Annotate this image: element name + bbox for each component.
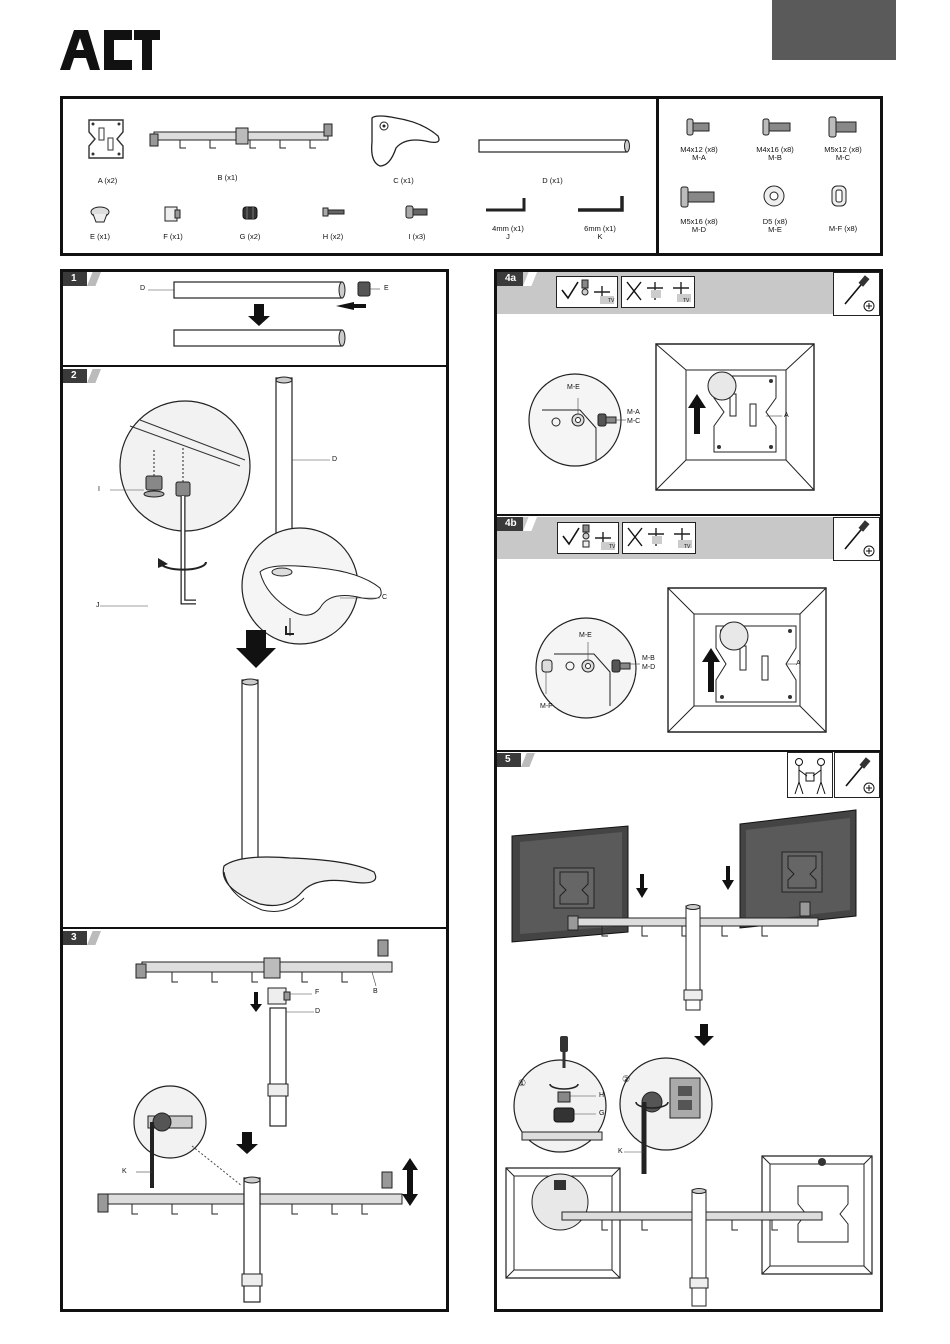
step-4b-tv-tag-1: TV <box>609 544 615 550</box>
step4a-label-me: M-E <box>567 384 580 391</box>
part-f-label: F (x1) <box>148 232 198 241</box>
step5-label-k: K <box>618 1148 623 1155</box>
step-4a-badge: 4a <box>497 272 523 286</box>
part-c-label: C (x1) <box>376 176 431 185</box>
step1-label-d: D <box>140 285 145 292</box>
step-2-badge: 2 <box>63 369 87 383</box>
step-4b-illustration <box>530 586 830 736</box>
step1-label-e: E <box>384 285 389 292</box>
step-1-badge: 1 <box>63 272 87 286</box>
step4a-label-ma: M-A <box>627 409 640 416</box>
screw-m-b-icon <box>762 118 792 136</box>
part-k-sub: K <box>570 232 630 241</box>
step2-label-c: C <box>382 594 387 601</box>
washer-m-e-sub: M-E <box>744 225 806 234</box>
step3-label-k: K <box>122 1168 127 1175</box>
step-4b-screwdriver-icon <box>833 517 880 561</box>
washer-m-e-icon <box>762 184 786 208</box>
step-4b-badge: 4b <box>497 517 523 531</box>
part-h-label: H (x2) <box>308 232 358 241</box>
step2-label-d: D <box>332 456 337 463</box>
step2-label-j: J <box>96 602 100 609</box>
spacer-m-f-label: M-F (x8) <box>812 224 874 233</box>
step4b-label-me: M-E <box>579 632 592 639</box>
header-color-block <box>772 0 896 60</box>
step4a-label-a: A <box>784 412 789 419</box>
part-b-label: B (x1) <box>200 173 255 182</box>
step-1-illustration <box>140 276 400 356</box>
part-i-screw <box>405 205 429 219</box>
step5-label-c1: ① <box>518 1078 526 1089</box>
step-4a-tv-tag-1: TV <box>608 298 614 304</box>
part-i-label: I (x3) <box>392 232 442 241</box>
step3-label-b: B <box>373 988 378 995</box>
part-a-label: A (x2) <box>80 176 135 185</box>
step3-label-d: D <box>315 1008 320 1015</box>
step3-label-f: F <box>315 989 319 996</box>
screw-m-d-icon <box>680 186 716 208</box>
spacer-m-f-icon <box>830 184 848 208</box>
part-e-cap <box>88 204 112 224</box>
step-2-illustration <box>90 376 430 921</box>
step4b-label-a: A <box>796 660 801 667</box>
step-4b-tv-tag-2: TV <box>684 544 690 550</box>
step-4a-screwdriver-icon <box>833 272 880 316</box>
step-4a-tv-tag-2: TV <box>683 298 689 304</box>
step5-label-c2: ② <box>622 1074 630 1085</box>
step4b-label-mf: M-F <box>540 703 552 710</box>
part-g-label: G (x2) <box>225 232 275 241</box>
step1-divider <box>60 365 449 367</box>
part-d-label: D (x1) <box>525 176 580 185</box>
step4b-label-md: M-D <box>642 664 655 671</box>
step-5-illustration <box>502 806 876 1306</box>
part-c-base <box>366 112 446 170</box>
part-h-screw <box>322 206 346 218</box>
part-j-sub: J <box>478 232 538 241</box>
screw-m-c-icon <box>828 116 858 138</box>
step5-label-h: H <box>599 1092 604 1099</box>
step-4a-illustration <box>520 340 820 500</box>
step4b-label-mb: M-B <box>642 655 655 662</box>
part-k-hex-key <box>576 194 628 216</box>
part-e-label: E (x1) <box>75 232 125 241</box>
step4a-divider <box>494 514 883 516</box>
part-b-crossbar <box>150 120 332 156</box>
step-3-illustration <box>92 936 432 1306</box>
part-a-vesa-plate <box>85 118 127 160</box>
step2-divider <box>60 927 449 929</box>
screw-m-a-icon <box>686 118 712 136</box>
step2-label-i: I <box>98 486 100 493</box>
part-d-pole <box>478 138 630 154</box>
step4a-label-mc: M-C <box>627 418 640 425</box>
step-5-screwdriver-icon <box>834 752 880 798</box>
screw-m-b-sub: M-B <box>744 153 806 162</box>
step-3-badge: 3 <box>63 931 87 945</box>
step5-label-g: G <box>599 1110 604 1117</box>
part-f-collar <box>162 204 182 224</box>
step-5-two-person-icon <box>787 752 833 798</box>
part-j-hex-key <box>484 196 530 216</box>
parts-divider <box>656 96 659 256</box>
screw-m-a-sub: M-A <box>668 153 730 162</box>
step-5-badge: 5 <box>497 753 521 767</box>
part-g-knob <box>240 204 260 222</box>
screw-m-c-sub: M-C <box>812 153 874 162</box>
act-logo <box>60 26 160 72</box>
screw-m-d-sub: M-D <box>668 225 730 234</box>
